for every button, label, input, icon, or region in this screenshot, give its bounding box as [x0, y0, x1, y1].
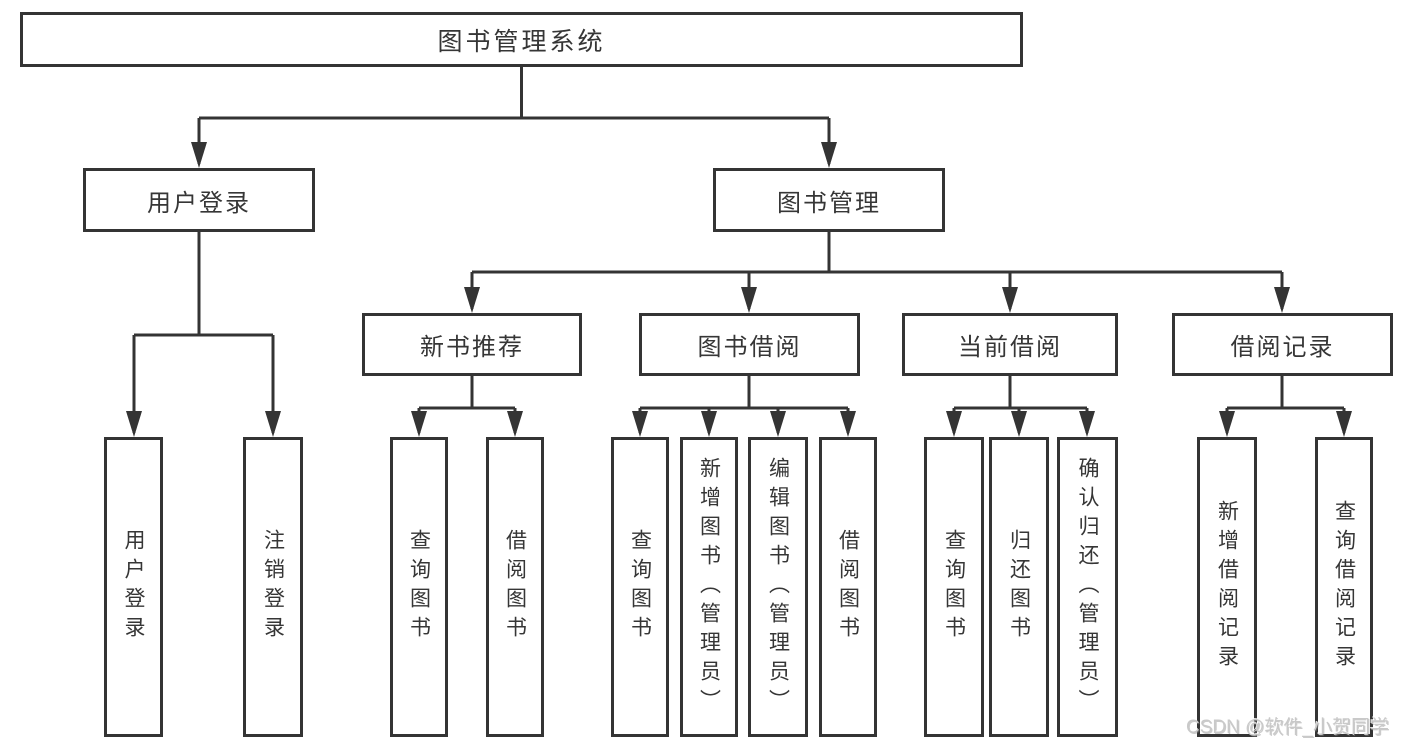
node-label: 图书借阅	[697, 334, 802, 361]
node-label: 编辑图书（管理员）	[766, 456, 790, 718]
node-book-borrowing: 图书借阅	[639, 313, 860, 376]
leaf-query-books-recommend: 查询图书	[390, 437, 448, 737]
node-label: 注销登录	[261, 529, 285, 645]
leaf-logout: 注销登录	[243, 437, 303, 737]
arrowhead-icons	[126, 142, 1352, 437]
node-new-book-recommendation: 新书推荐	[362, 313, 582, 376]
node-label: 查询图书	[942, 529, 966, 645]
node-library-management-system: 图书管理系统	[20, 12, 1023, 67]
leaf-borrow-books: 借阅图书	[819, 437, 877, 737]
leaf-return-books: 归还图书	[989, 437, 1049, 737]
node-user-login-branch: 用户登录	[83, 168, 315, 232]
csdn-watermark: CSDN @软件_小贺同学	[1186, 717, 1389, 738]
node-label: 新书推荐	[420, 334, 524, 361]
leaf-add-borrow-record: 新增借阅记录	[1197, 437, 1257, 737]
node-label: 查询图书	[628, 529, 652, 645]
node-label: 确认归还（管理员）	[1076, 456, 1099, 718]
node-label: 归还图书	[1007, 529, 1031, 645]
node-label: 新增借阅记录	[1215, 500, 1239, 674]
node-label: 借阅记录	[1230, 334, 1335, 361]
node-label: 查询图书	[407, 529, 431, 645]
node-label: 当前借阅	[958, 334, 1062, 361]
leaf-borrow-books-recommend: 借阅图书	[486, 437, 544, 737]
node-label: 借阅图书	[836, 529, 860, 645]
node-label: 图书管理系统	[437, 27, 606, 56]
leaf-add-books-admin: 新增图书（管理员）	[680, 437, 738, 737]
node-label: 图书管理	[777, 189, 881, 217]
node-label: 查询借阅记录	[1332, 500, 1356, 674]
node-borrowing-records: 借阅记录	[1172, 313, 1393, 376]
node-label: 借阅图书	[503, 529, 527, 645]
node-label: 用户登录	[147, 189, 251, 217]
leaf-query-borrow-record: 查询借阅记录	[1315, 437, 1373, 737]
leaf-confirm-return-admin: 确认归还（管理员）	[1057, 437, 1118, 737]
node-current-borrowing: 当前借阅	[902, 313, 1118, 376]
node-book-management-branch: 图书管理	[713, 168, 945, 232]
node-label: 新增图书（管理员）	[697, 456, 721, 718]
leaf-query-books-current: 查询图书	[924, 437, 984, 737]
leaf-query-books-borrowing: 查询图书	[611, 437, 669, 737]
leaf-user-login: 用户登录	[104, 437, 163, 737]
leaf-edit-books-admin: 编辑图书（管理员）	[748, 437, 808, 737]
node-label: 用户登录	[122, 529, 145, 645]
